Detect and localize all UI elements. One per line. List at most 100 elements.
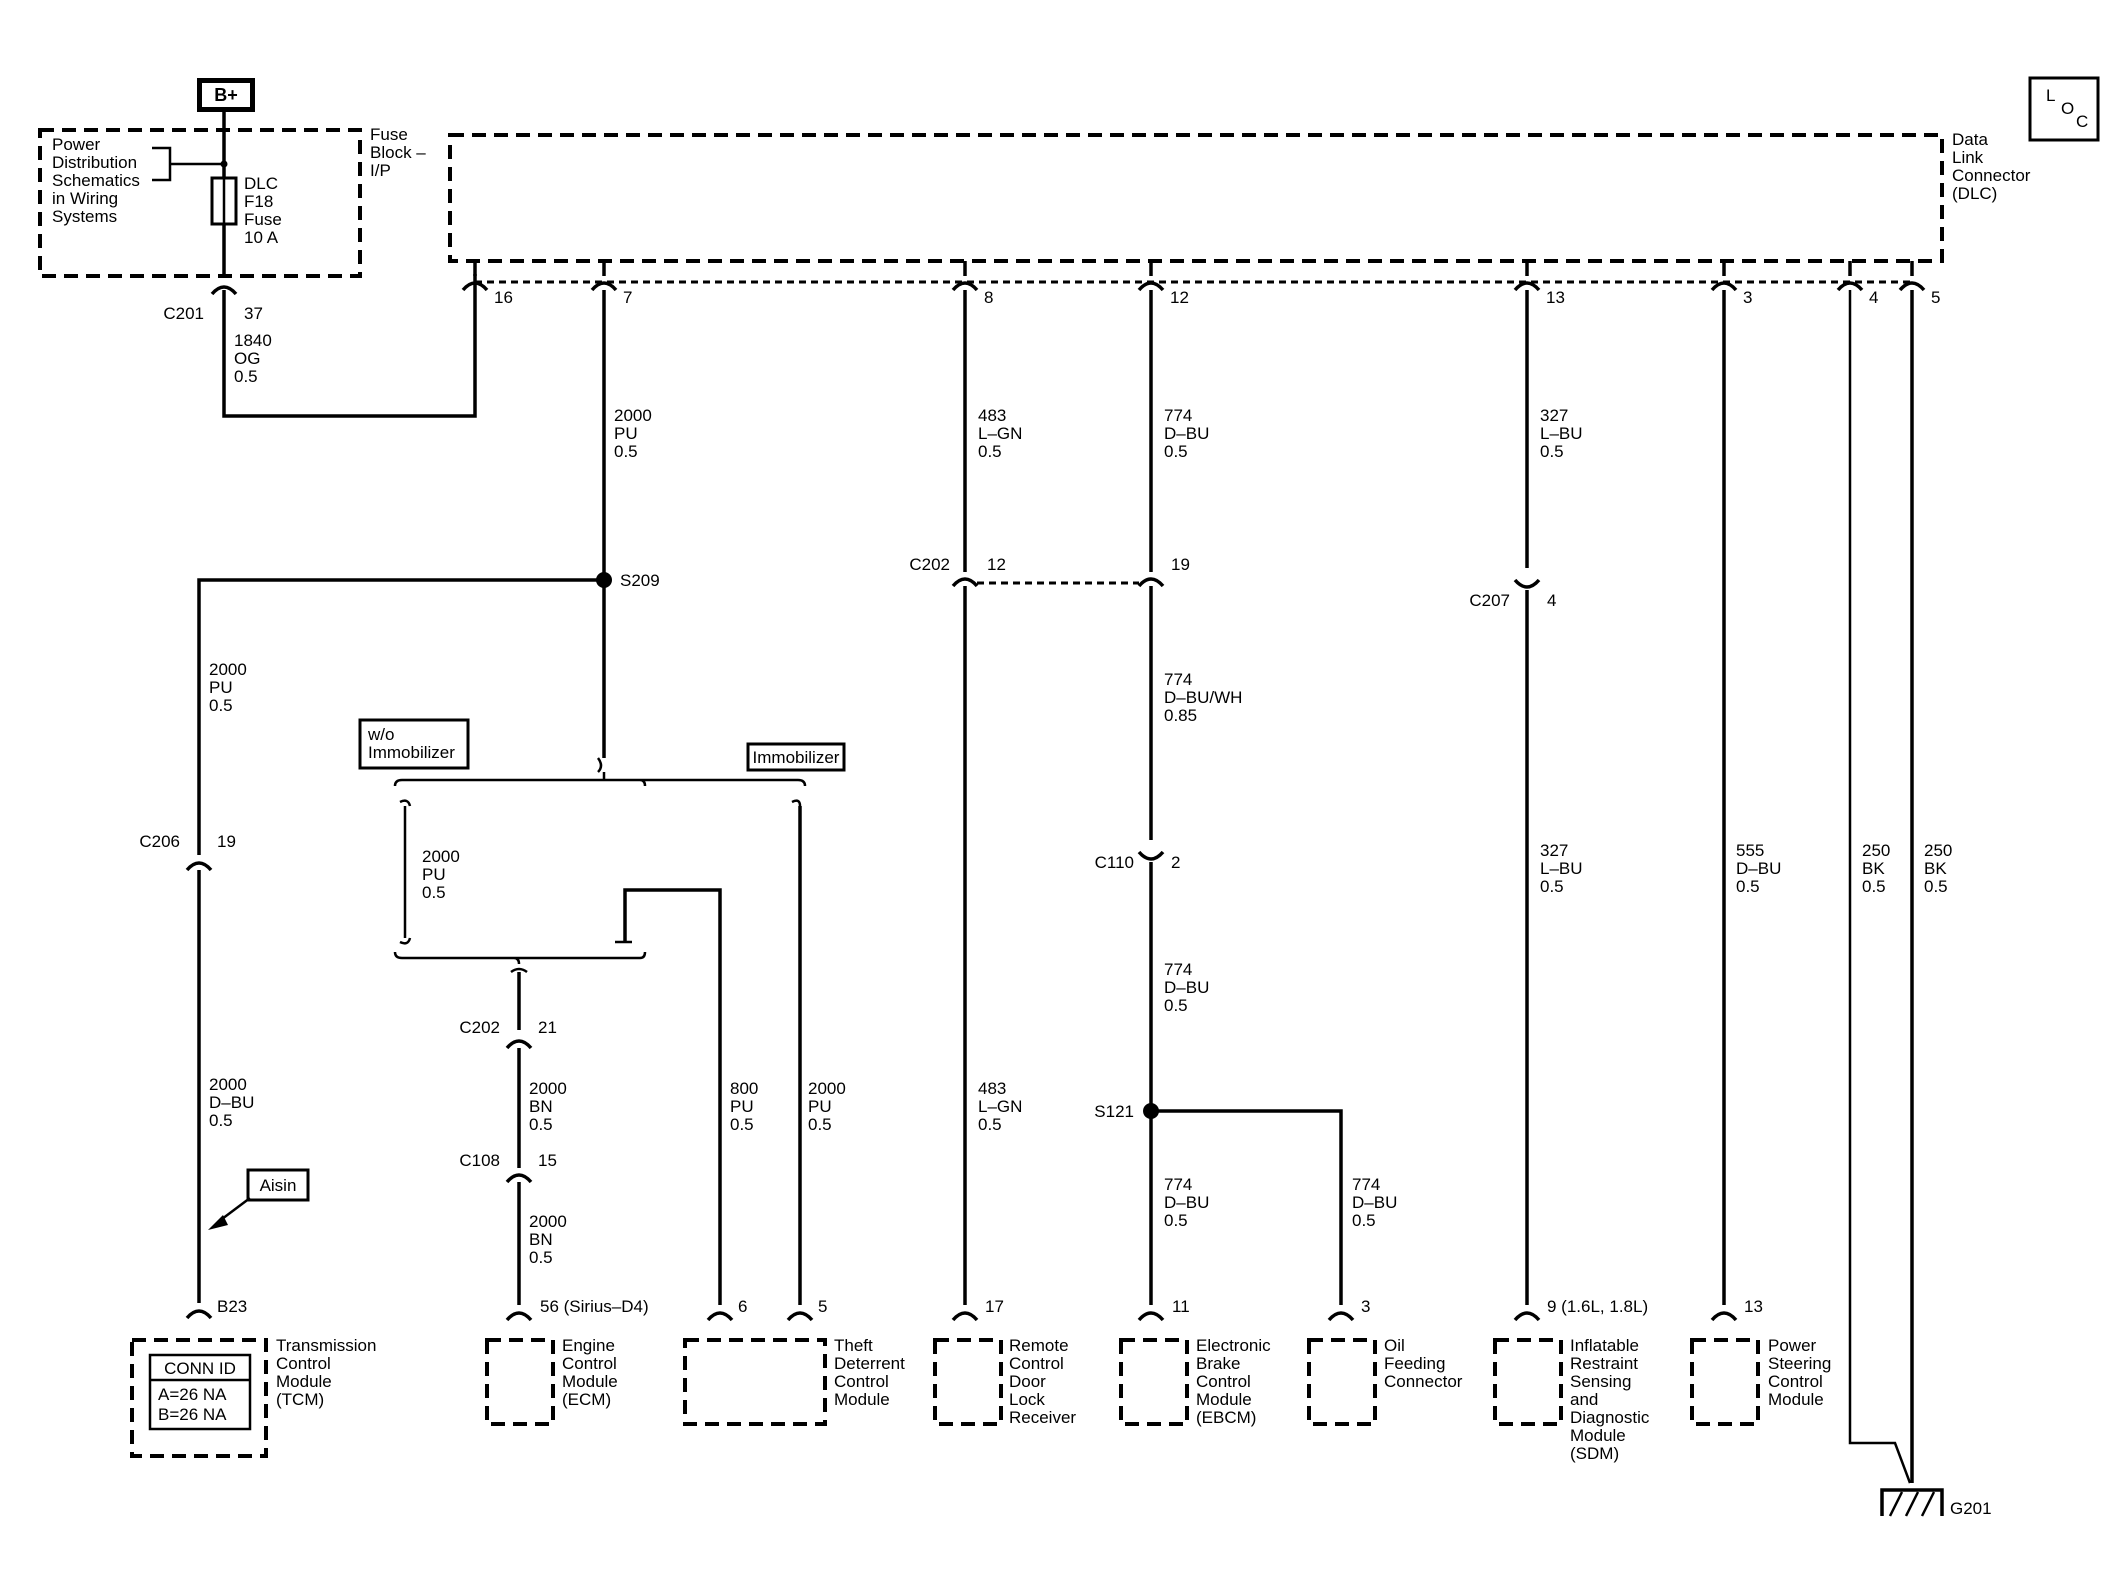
ebcm-module <box>1119 1338 1189 1426</box>
ground-symbol <box>1880 1488 1944 1517</box>
c202-19-pin: 19 <box>1171 555 1190 574</box>
dlc-pin-7: 7 <box>590 261 632 307</box>
wire-483-bot: 483 L–GN 0.5 <box>978 1079 1027 1134</box>
dlc-outline <box>448 133 1944 263</box>
fuse-block-outline <box>38 128 362 278</box>
option-bracket-bottom <box>393 951 647 965</box>
sdm-pin: 9 (1.6L, 1.8L) <box>1547 1297 1648 1316</box>
wire-555: 555 D–BU 0.5 <box>1736 841 1786 896</box>
wire-2000-bn-b: 2000 BN 0.5 <box>529 1212 572 1267</box>
wire-250-bk-b: 250 BK 0.5 <box>1924 841 1957 896</box>
c201-pin: 37 <box>244 304 263 323</box>
c202-21-connector <box>505 1039 533 1050</box>
dlc-pin-12: 12 <box>1137 261 1189 307</box>
aisin-label-box <box>246 1168 310 1202</box>
s121-label: S121 <box>1094 1102 1134 1121</box>
c206-pin: 19 <box>217 832 236 851</box>
psc-module <box>1690 1338 1760 1426</box>
sdm-module <box>1493 1338 1563 1426</box>
c206-connector <box>185 861 213 872</box>
tcm-module <box>130 1338 268 1458</box>
theft-pin-5: 5 <box>818 1297 827 1316</box>
immobilizer-box <box>746 742 846 772</box>
svg-text:4: 4 <box>1869 288 1878 307</box>
wire-2000-pu-option: 2000 PU 0.5 <box>422 847 465 902</box>
c206-name: C206 <box>139 832 180 851</box>
b-plus-label: B+ <box>214 85 238 105</box>
c202-12-name: C202 <box>909 555 950 574</box>
loc-letter-l: L <box>2046 86 2055 105</box>
oil-module <box>1307 1338 1377 1426</box>
c108-name: C108 <box>459 1151 500 1170</box>
ecm-pin: 56 (Sirius–D4) <box>540 1297 649 1316</box>
dlc-pin-16: 16 <box>461 261 513 307</box>
tcm-pin: B23 <box>217 1297 247 1316</box>
theft-pin-6: 6 <box>738 1297 747 1316</box>
wire-800-pu: 800 PU 0.5 <box>730 1079 763 1134</box>
s209-label: S209 <box>620 571 660 590</box>
svg-text:7: 7 <box>623 288 632 307</box>
remote-module <box>933 1338 1003 1426</box>
wire-774-oil: 774 D–BU 0.5 <box>1352 1175 1402 1230</box>
c202-21-name: C202 <box>459 1018 500 1037</box>
option-bracket-top <box>393 778 807 787</box>
tcm-conn-id-box <box>148 1353 252 1431</box>
c202-19-connector <box>1137 577 1165 588</box>
wire-2000-pu-immo: 2000 PU 0.5 <box>808 1079 851 1134</box>
wire-774-c110: 774 D–BU 0.5 <box>1164 960 1214 1015</box>
ground-label: G201 <box>1950 1499 1992 1518</box>
dlc-title: Data Link Connector (DLC) <box>1952 130 2035 203</box>
psc-label: Power Steering Control Module <box>1768 1336 1836 1409</box>
psc-pin: 13 <box>1744 1297 1763 1316</box>
tcm-conn-a: A=26 NA <box>158 1385 227 1404</box>
c110-connector <box>1137 850 1165 861</box>
svg-text:13: 13 <box>1546 288 1565 307</box>
c110-pin: 2 <box>1171 853 1180 872</box>
ecm-label: Engine Control Module (ECM) <box>562 1336 623 1409</box>
svg-text:3: 3 <box>1743 288 1752 307</box>
c201-connector <box>210 285 238 296</box>
ecm-module <box>485 1338 555 1426</box>
option-break-top <box>596 757 606 780</box>
wire-2000-bn-a: 2000 BN 0.5 <box>529 1079 572 1134</box>
theft-label: Theft Deterrent Control Module <box>834 1336 910 1409</box>
power-distribution-ref: Power Distribution Schematics in Wiring … <box>52 135 145 226</box>
loc-symbol <box>2028 76 2100 142</box>
remote-pin: 17 <box>985 1297 1004 1316</box>
wire-774-dbu-wh: 774 D–BU/WH 0.85 <box>1164 670 1247 725</box>
fuse-label: DLC F18 Fuse 10 A <box>244 174 287 247</box>
ebcm-pin: 11 <box>1172 1297 1190 1316</box>
wire-2000-pu-pin7: 2000 PU 0.5 <box>614 406 657 461</box>
ebcm-label: Electronic Brake Control Module (EBCM) <box>1196 1336 1275 1427</box>
sdm-label: Inflatable Restraint Sensing and Diagnos… <box>1570 1336 1654 1463</box>
wire-2000-dbu-tcm: 2000 D–BU 0.5 <box>209 1075 259 1130</box>
fuse-block-title: Fuse Block – I/P <box>370 125 430 180</box>
wire-327-bot: 327 L–BU 0.5 <box>1540 841 1587 896</box>
dlc-pin-3: 3 <box>1710 261 1752 307</box>
c201-name: C201 <box>163 304 204 323</box>
c207-pin: 4 <box>1547 591 1556 610</box>
dlc-pin-5: 5 <box>1898 261 1940 307</box>
c207-connector <box>1513 578 1541 589</box>
wo-immobilizer-box <box>358 718 470 770</box>
power-dist-bracket <box>152 146 224 182</box>
c110-name: C110 <box>1095 853 1134 872</box>
svg-text:16: 16 <box>494 288 513 307</box>
wire-250-bk-a: 250 BK 0.5 <box>1862 841 1895 896</box>
c108-pin: 15 <box>538 1151 557 1170</box>
remote-label: Remote Control Door Lock Receiver <box>1009 1336 1076 1427</box>
wo-immobilizer-label: w/o Immobilizer <box>367 725 455 762</box>
c202-12-connector <box>951 577 979 588</box>
loc-letter-o: O <box>2061 99 2074 118</box>
theft-module <box>683 1338 827 1426</box>
aisin-label: Aisin <box>260 1176 297 1195</box>
loc-letter-c: C <box>2076 112 2088 131</box>
immobilizer-label: Immobilizer <box>753 748 840 767</box>
svg-text:12: 12 <box>1170 288 1189 307</box>
tcm-label: Transmission Control Module (TCM) <box>276 1336 381 1409</box>
oil-pin: 3 <box>1361 1297 1370 1316</box>
wire-774-ebcm: 774 D–BU 0.5 <box>1164 1175 1214 1230</box>
wire-327-top: 327 L–BU 0.5 <box>1540 406 1587 461</box>
wire-2000-pu-tcm: 2000 PU 0.5 <box>209 660 252 715</box>
c202-21-pin: 21 <box>538 1018 557 1037</box>
